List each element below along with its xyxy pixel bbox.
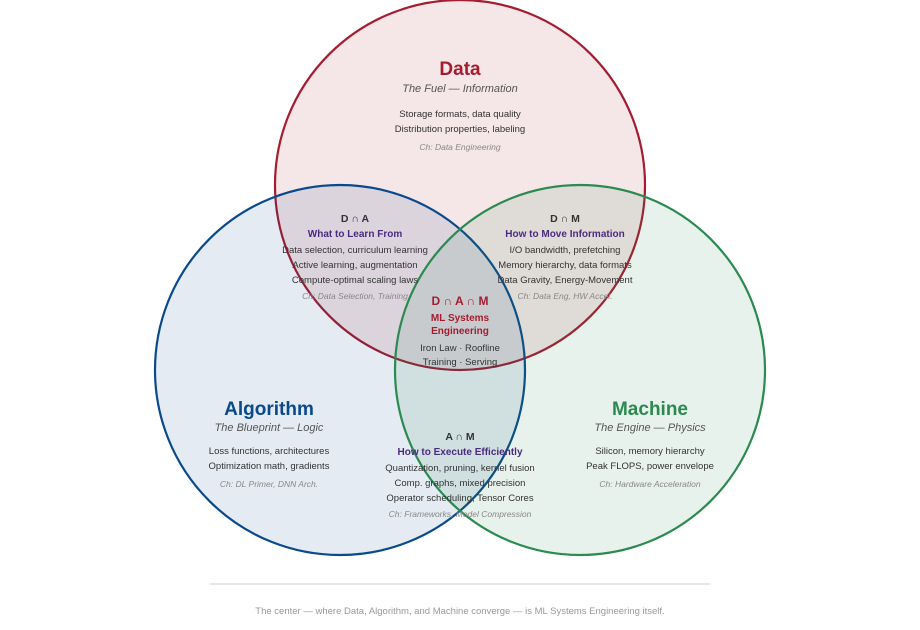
machine-subtitle: The Engine — Physics	[594, 422, 706, 434]
center-title-line-2: Engineering	[431, 326, 489, 337]
da-chapter: Ch: Data Selection, Training	[302, 291, 408, 301]
dm-symbol: D ∩ M	[550, 213, 580, 225]
machine-chapter: Ch: Hardware Acceleration	[599, 479, 701, 489]
algorithm-chapter: Ch: DL Primer, DNN Arch.	[220, 479, 318, 489]
machine-circle	[393, 183, 767, 557]
am-chapter: Ch: Frameworks, Model Compression	[389, 509, 532, 519]
machine-line-2: Peak FLOPS, power envelope	[586, 461, 714, 472]
dm-title: How to Move Information	[505, 229, 624, 240]
data-line-1: Storage formats, data quality	[399, 109, 521, 120]
data-circle	[273, 0, 647, 372]
da-title: What to Learn From	[308, 229, 403, 240]
center-title-line-1: ML Systems	[431, 313, 490, 324]
data-title: Data	[439, 59, 481, 80]
am-line-2: Comp. graphs, mixed precision	[395, 478, 526, 489]
da-line-2: Active learning, augmentation	[292, 260, 417, 271]
da-line-3: Compute-optimal scaling laws	[292, 275, 418, 286]
algorithm-subtitle: The Blueprint — Logic	[215, 422, 324, 434]
algorithm-line-1: Loss functions, architectures	[209, 446, 330, 457]
dm-chapter: Ch: Data Eng, HW Accel.	[517, 291, 612, 301]
data-line-2: Distribution properties, labeling	[395, 124, 525, 135]
am-title: How to Execute Efficiently	[397, 447, 522, 458]
algorithm-title: Algorithm	[224, 399, 314, 420]
da-line-1: Data selection, curriculum learning	[282, 245, 428, 256]
machine-line-1: Silicon, memory hierarchy	[595, 446, 705, 457]
am-line-1: Quantization, pruning, kernel fusion	[385, 463, 534, 474]
dm-line-1: I/O bandwidth, prefetching	[510, 245, 621, 256]
da-symbol: D ∩ A	[341, 213, 370, 225]
am-symbol: A ∩ M	[445, 431, 475, 443]
algorithm-circle	[153, 183, 527, 557]
footer-caption: The center — where Data, Algorithm, and …	[255, 606, 664, 617]
dm-line-3: Data Gravity, Energy-Movement	[498, 275, 633, 286]
machine-title: Machine	[612, 399, 688, 420]
center-line-2: Training · Serving	[423, 357, 498, 368]
am-line-3: Operator scheduling, Tensor Cores	[386, 493, 533, 504]
dm-line-2: Memory hierarchy, data formats	[498, 260, 632, 271]
center-symbol: D ∩ A ∩ M	[431, 294, 488, 308]
data-subtitle: The Fuel — Information	[402, 83, 518, 95]
data-chapter: Ch: Data Engineering	[419, 142, 501, 152]
center-line-1: Iron Law · Roofline	[420, 343, 500, 354]
algorithm-line-2: Optimization math, gradients	[209, 461, 330, 472]
